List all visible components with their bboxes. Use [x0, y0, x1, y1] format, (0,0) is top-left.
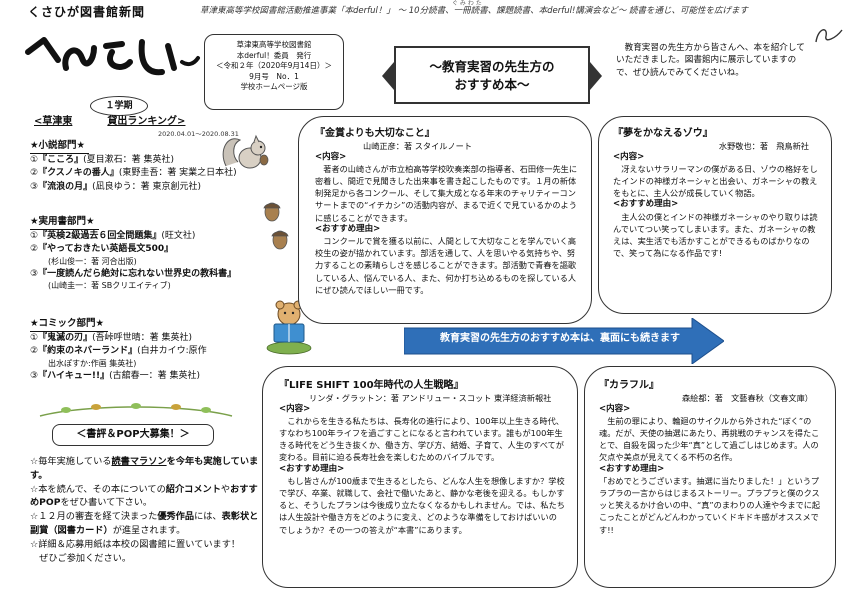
category-head: ★実用書部門★: [30, 216, 99, 230]
newspaper-logo: [22, 32, 202, 87]
acorns-illustration: [258, 198, 298, 258]
book-content: 冴えないサラリーマンの僕がある日、ゾウの格好をしたインドの神様ガネーシャと出会い…: [613, 164, 818, 199]
book-title: 『LIFE SHIFT 100年時代の人生戦略』: [279, 380, 464, 391]
contest-paragraph: ☆１２月の審査を経て決まった優秀作品には、表彰状と副賞（図書カード）が進呈されま…: [30, 511, 259, 536]
book-card-2: 『夢をかなえるゾウ』 水野敬也：著 飛鳥新社 <内容> 冴えないサラリーマンの僕…: [598, 116, 832, 314]
book-content-label: <内容>: [599, 403, 631, 414]
book-content-label: <内容>: [279, 403, 311, 414]
book-author: 森絵都：著 文藝春秋（文春文庫）: [681, 392, 813, 403]
ranking-item: ①『英検2級過去６回全問題集』(旺文社): [30, 230, 196, 241]
banner-line-2: おすすめ本～: [454, 77, 530, 93]
book-content-label: <内容>: [613, 151, 645, 162]
ruby-text: ぐ み わ た: [452, 0, 482, 7]
book-author: リンダ・グラットン：著 アンドリュー・スコット 東洋経済新報社: [309, 392, 552, 403]
newspaper-name: くさひが図書館新聞: [28, 5, 146, 19]
book-content: 著者の山崎さんが市立柏高等学校吹奏楽部の指導者、石田修一先生に密着し、間近で見聞…: [315, 164, 578, 223]
issue-info-box: 草津東高等学校図書館 本derful！委員 発行 ＜令和２年（2020年9月14…: [204, 34, 344, 110]
ranking-category-comic: ★コミック部門★ ①『鬼滅の刃』(吾峠呼世晴：著 集英社) ②『約束のネバーラン…: [30, 318, 270, 383]
book-title: 『夢をかなえるゾウ』: [613, 128, 713, 139]
ranking-dates: 2020.04.01～2020.08.31: [158, 130, 239, 138]
book-reason-label: <おすすめ理由>: [279, 463, 345, 474]
ranking-title-left: <草津東: [34, 116, 73, 127]
book-reason-label: <おすすめ理由>: [315, 223, 381, 234]
ranking-item-meta: (杉山俊一：著 河合出版): [48, 256, 137, 266]
book-reason-label: <おすすめ理由>: [613, 199, 679, 210]
ranking-item: ①『鬼滅の刃』(吾峠呼世晴：著 集英社): [30, 332, 192, 343]
brand-logo: [812, 24, 846, 46]
ranking-title: <草津東 貸出ランキング>: [34, 115, 185, 129]
bear-icon: [266, 300, 312, 355]
leaf-garland-decoration: [36, 400, 236, 422]
ranking-title-right: 貸出ランキング>: [107, 116, 186, 127]
continuation-text: 教育実習の先生方のおすすめ本は、裏面にも続きます: [440, 333, 680, 344]
ranking-category-practical: ★実用書部門★ ①『英検2級過去６回全問題集』(旺文社) ②『やっておきたい英語…: [30, 216, 270, 292]
book-card-3: 『LIFE SHIFT 100年時代の人生戦略』 リンダ・グラットン：著 アンド…: [262, 366, 578, 588]
issue-line: 本derful！委員 発行: [236, 50, 312, 60]
category-head: ★小説部門★: [30, 140, 90, 154]
book-content-label: <内容>: [315, 151, 347, 162]
contest-paragraph: ☆詳細＆応募用紙は本校の図書館に置いています！: [30, 538, 241, 550]
project-strip: 草津東高等学校図書館活動推進事業「本derful！」 ～ 10分読書、一冊読書、…: [200, 6, 749, 16]
book-card-1: 『金賞よりも大切なこと』 山崎正彦：著 スタイルノート <内容> 著者の山崎さん…: [298, 116, 592, 324]
banner-line-1: ～教育実習の先生方の: [429, 59, 555, 74]
contest-paragraph: ぜひご参加ください。: [30, 552, 132, 564]
book-author: 山崎正彦：著 スタイルノート: [363, 140, 473, 151]
book-reason: 「おめでとうございます。抽選に当たりました！」というプラプラの一言からはじまるス…: [599, 476, 821, 535]
brand-flourish-icon: [815, 29, 843, 43]
right-arrow-icon: [403, 317, 725, 365]
contest-text: ☆毎年実施している読書マラソンを今年も実施しています。 ☆本を読んで、その本につ…: [30, 455, 260, 565]
issue-line: 草津東高等学校図書館: [236, 40, 312, 49]
ranking-item: ②『クスノキの番人』(東野圭吾：著 実業之日本社): [30, 168, 237, 179]
book-reason: コンクールで賞を獲る以前に、人間として大切なことを学んでいく高校生の姿が描かれて…: [315, 236, 577, 295]
issue-line: ＜令和２年（2020年9月14日）＞: [216, 61, 332, 70]
squirrel-illustration: [218, 130, 274, 174]
squirrel-icon: [222, 134, 269, 169]
contest-paragraph: ☆毎年実施している読書マラソンを今年も実施しています。: [30, 456, 259, 481]
leaf-garland-icon: [39, 403, 233, 417]
category-head: ★コミック部門★: [30, 318, 109, 332]
book-author: 水野敬也：著 飛鳥新社: [718, 140, 809, 151]
logo-lettering-icon: [25, 37, 200, 76]
book-reason-label: <おすすめ理由>: [599, 463, 665, 474]
ranking-item: ②『約束のネバーランド』(白井カイウ:原作: [30, 346, 207, 357]
semester-badge: １学期: [90, 96, 148, 116]
book-content: 生前の罪により、輪廻のサイクルから外された“ぼく”の魂。だが、天使の抽選にあたり…: [599, 416, 820, 463]
ranking-item: ③『一度読んだら絶対に忘れない世界史の教科書』: [30, 268, 237, 279]
feature-title-banner: ～教育実習の先生方の おすすめ本～: [382, 46, 602, 104]
ranking-item-meta: 出水ぽすか:作画 集英社): [48, 358, 137, 368]
ranking-item-meta: (山崎圭一：著 SBクリエイティブ): [48, 281, 171, 291]
reading-bear-illustration: [262, 296, 316, 356]
book-card-4: 『カラフル』 森絵都：著 文藝春秋（文春文庫） <内容> 生前の罪により、輪廻の…: [584, 366, 836, 588]
intro-text: 教育実習の先生方から皆さんへ、本を紹介していただきました。図書館内に展示していま…: [616, 43, 805, 78]
contest-title: ＜書評＆POP大募集！＞: [52, 424, 214, 446]
ranking-category-novel: ★小説部門★ ①『こころ』(夏目漱石：著 集英社) ②『クスノキの番人』(東野圭…: [30, 140, 260, 194]
book-content: これからを生きる私たちは、長寿化の進行により、100年以上生きる時代、すなわち1…: [279, 416, 564, 463]
book-title: 『カラフル』: [599, 380, 659, 391]
book-reason: もし皆さんが100歳まで生きるとしたら、どんな人生を想像しますか？学校で学び、卒…: [279, 476, 565, 535]
ranking-item: ③『流浪の月』(凪良ゆう：著 東京創元社): [30, 181, 201, 192]
issue-line: 学校ホームページ版: [240, 82, 308, 91]
issue-line: 9月号 No．1: [249, 71, 299, 81]
ranking-item: ②『やっておきたい英語長文500』: [30, 244, 174, 255]
ranking-item: ③『ハイキュー!!』(古舘春一：著 集英社): [30, 370, 200, 381]
contest-paragraph: ☆本を読んで、その本についての紹介コメントやおすすめPOPをぜひ書いて下さい。: [30, 483, 258, 509]
book-reason: 主人公の僕とインドの神様ガネーシャのやり取りは読んでいてつい笑ってしまいます。ま…: [613, 211, 818, 259]
continuation-arrow: [403, 317, 725, 365]
acorn-icon: [263, 202, 289, 250]
ranking-item: ①『こころ』(夏目漱石：著 集英社): [30, 154, 174, 165]
book-title: 『金賞よりも大切なこと』: [315, 128, 435, 139]
